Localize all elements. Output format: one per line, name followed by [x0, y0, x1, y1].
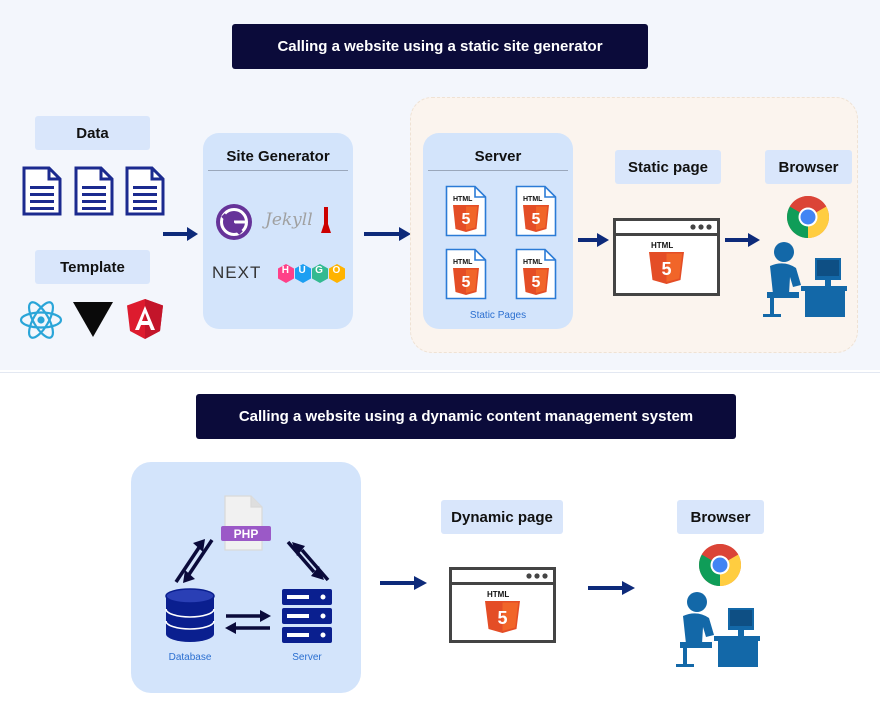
database-icon — [165, 588, 215, 642]
template-label: Template — [35, 250, 150, 284]
two-way-arrow-icon — [286, 540, 330, 582]
server-rack-icon — [282, 589, 332, 643]
site-generator-title: Site Generator — [226, 148, 330, 165]
divider — [428, 170, 568, 171]
html5-file-icon: HTML 5 — [445, 248, 487, 300]
static-pages-caption: Static Pages — [469, 310, 527, 321]
data-document-icon — [22, 166, 62, 216]
browser-label: Browser — [765, 150, 852, 184]
php-label: PHP — [233, 527, 259, 541]
arrow-right-icon — [725, 233, 760, 247]
nextjs-logo-text: NEXT — [212, 263, 262, 282]
user-at-computer-icon — [763, 242, 847, 317]
jekyll-logo-icon: Jekyll — [265, 207, 335, 236]
angular-logo-icon — [127, 299, 163, 339]
chrome-logo-icon — [786, 195, 830, 238]
divider — [208, 170, 348, 171]
data-label: Data — [35, 116, 150, 150]
browser-label: Browser — [677, 500, 764, 534]
data-document-icon — [74, 166, 114, 216]
svg-text:HTML: HTML — [651, 241, 673, 250]
server-caption: Server — [292, 652, 322, 663]
svg-text:HTML: HTML — [453, 196, 473, 203]
webpage-window-icon: HTML 5 — [613, 218, 720, 296]
arrow-right-icon — [163, 227, 198, 241]
jekyll-logo-text: Jekyll — [265, 210, 313, 230]
hugo-logo-icon — [278, 264, 345, 283]
svg-text:5: 5 — [462, 211, 471, 228]
arrow-right-icon — [578, 233, 609, 247]
vue-logo-icon — [73, 302, 113, 337]
html5-file-icon: HTML 5 — [445, 185, 487, 237]
data-document-icon — [125, 166, 165, 216]
svg-text:HTML: HTML — [523, 259, 543, 266]
svg-text:HTML: HTML — [487, 590, 509, 599]
user-at-computer-icon — [676, 592, 760, 667]
arrow-right-icon — [588, 581, 635, 595]
hugo-logo-letter: U — [298, 265, 306, 276]
svg-text:HTML: HTML — [453, 259, 473, 266]
arrow-right-icon — [364, 227, 411, 241]
arrow-right-icon — [380, 576, 427, 590]
svg-text:5: 5 — [532, 211, 541, 228]
react-logo-icon — [19, 301, 63, 339]
dynamic-page-label: Dynamic page — [441, 500, 563, 534]
static-site-banner: Calling a website using a static site ge… — [232, 24, 648, 69]
nextjs-logo-icon: NEXT — [212, 263, 267, 283]
server-title: Server — [474, 148, 522, 165]
two-way-arrow-icon — [225, 610, 271, 634]
html5-file-icon: HTML 5 — [515, 185, 557, 237]
static-page-label: Static page — [615, 150, 721, 184]
webpage-window-icon: HTML 5 — [449, 567, 556, 643]
hugo-logo-letter: O — [332, 265, 341, 276]
html5-file-icon: HTML 5 — [515, 248, 557, 300]
svg-text:5: 5 — [462, 274, 471, 291]
gatsby-logo-icon — [216, 204, 252, 240]
hugo-logo-letter: H — [281, 265, 289, 276]
database-caption: Database — [168, 652, 212, 663]
svg-text:HTML: HTML — [523, 196, 543, 203]
hugo-logo-letter: G — [315, 265, 323, 276]
dynamic-cms-banner: Calling a website using a dynamic conten… — [196, 394, 736, 439]
svg-text:5: 5 — [532, 274, 541, 291]
chrome-logo-icon — [698, 543, 742, 586]
svg-text:5: 5 — [661, 259, 671, 279]
svg-text:5: 5 — [497, 608, 507, 628]
two-way-arrow-icon — [174, 539, 214, 583]
php-file-icon — [221, 495, 271, 551]
